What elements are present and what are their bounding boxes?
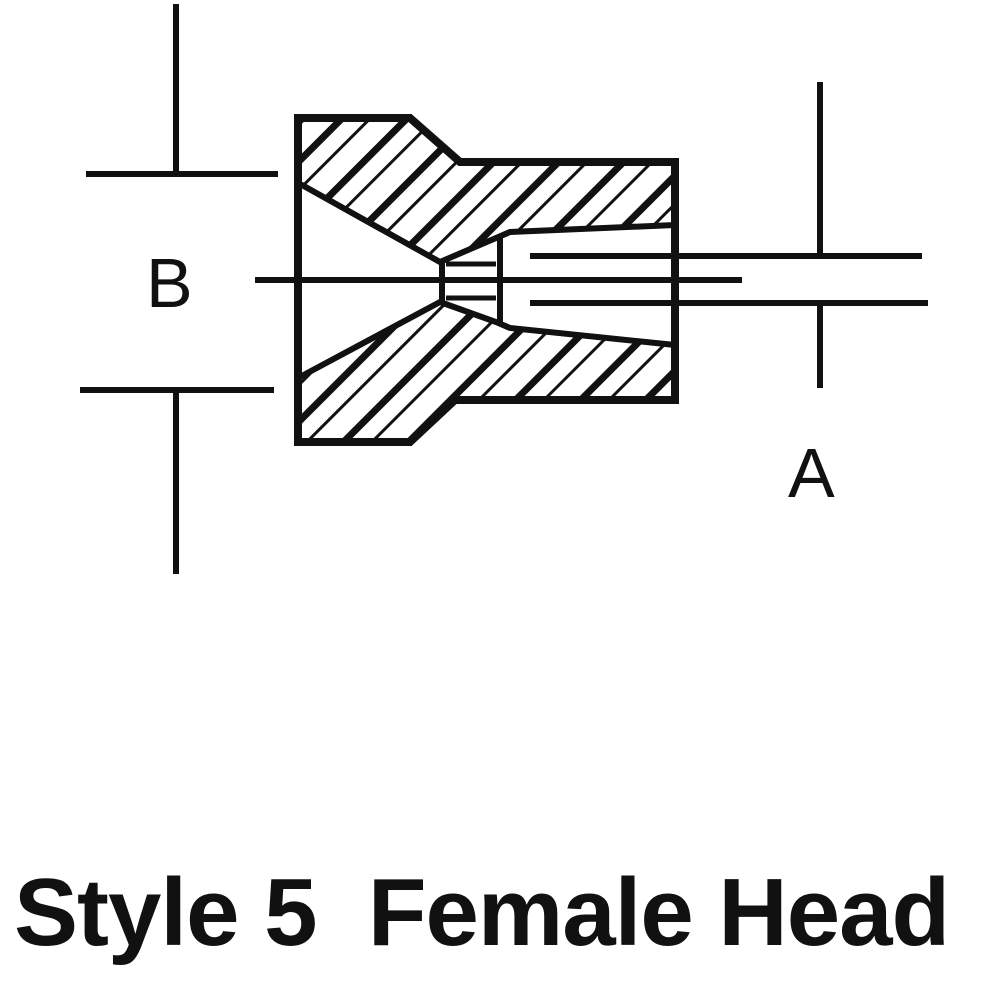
fitting-body <box>294 114 679 446</box>
diagram-caption: Style 5 Female Head <box>14 859 950 966</box>
dimension-b-label: B <box>146 244 193 322</box>
dimension-a-label: A <box>788 434 835 512</box>
dimension-b-lines <box>80 4 278 574</box>
